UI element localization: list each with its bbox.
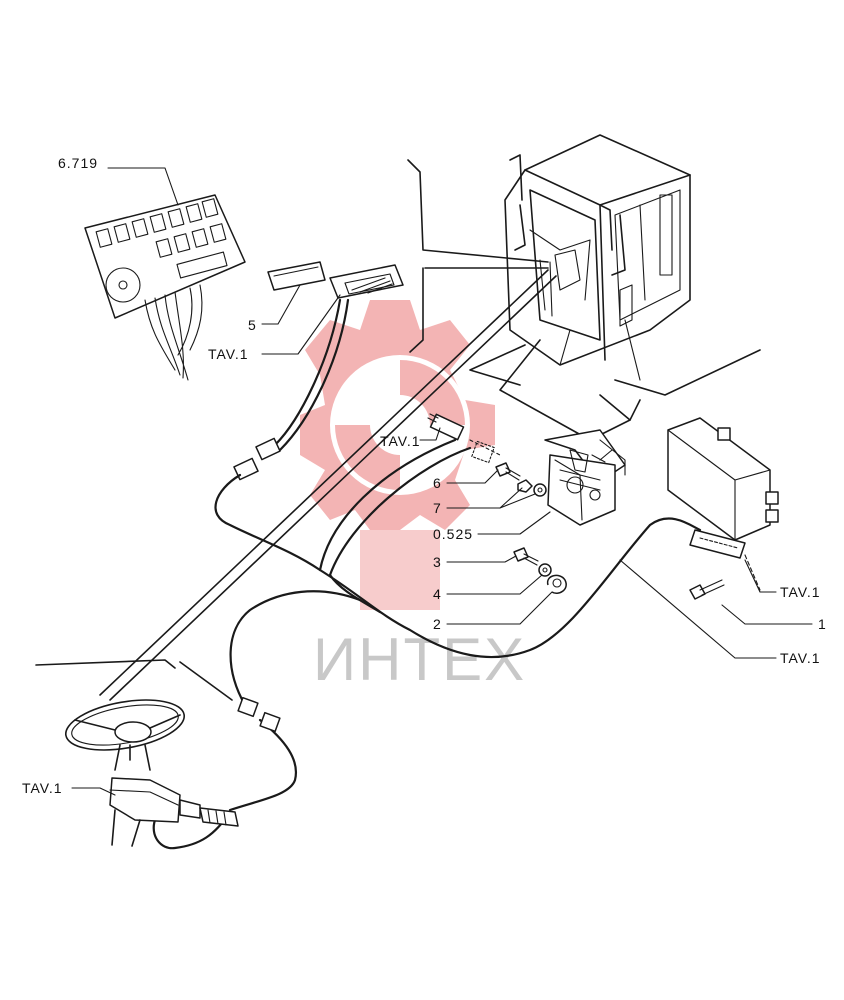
connector-steer-b	[259, 711, 281, 733]
bolt-1	[689, 579, 725, 600]
callout-3: 3	[433, 554, 442, 570]
leader-6719	[107, 167, 179, 206]
cab-leader-drop	[409, 267, 424, 353]
leader-tav-switch	[419, 427, 441, 441]
callout-1: 1	[818, 616, 827, 632]
indicator-cable	[273, 298, 342, 447]
leader-tav-module	[744, 559, 777, 593]
instrument-panel	[84, 194, 246, 381]
main-harness	[152, 438, 702, 850]
callout-tav-switch: TAV.1	[380, 433, 421, 449]
leader-tav-cluster	[261, 294, 341, 355]
bolt-3	[513, 547, 539, 566]
bracket-assembly	[544, 429, 626, 526]
connector-upper	[255, 437, 281, 461]
leader-tav-steering	[71, 787, 116, 796]
linkage-rod-outer	[99, 269, 549, 696]
linkage-rod-inner	[109, 275, 557, 701]
cab-leader-right	[614, 349, 761, 396]
callout-tav-steering: TAV.1	[22, 780, 63, 796]
clip-2	[546, 574, 567, 594]
washer-4	[538, 563, 552, 577]
leader-1	[721, 604, 813, 625]
leader-steer-frame	[35, 659, 233, 701]
indicator-housing	[329, 264, 404, 299]
cab-drawing	[504, 134, 691, 381]
cab-leader-left	[407, 159, 549, 263]
callout-tav-module: TAV.1	[780, 584, 821, 600]
callout-4: 4	[433, 586, 442, 602]
leader-0525	[477, 511, 551, 535]
bolt-6	[495, 462, 521, 481]
callout-5: 5	[248, 317, 257, 333]
callout-6: 6	[433, 475, 442, 491]
connector-steer-a	[237, 696, 259, 718]
leader-7	[446, 487, 536, 509]
watermark-text: ИНТЕХ	[313, 626, 526, 693]
cab-leader-bracket	[499, 339, 631, 441]
leader-4	[446, 574, 543, 595]
leader-2	[446, 591, 553, 625]
leader-5	[261, 284, 301, 325]
leader-3	[446, 555, 517, 563]
module-connector	[689, 529, 746, 559]
callout-2: 2	[433, 616, 442, 632]
leader-6	[446, 469, 499, 484]
cab-leader-tick	[629, 399, 641, 421]
callout-6719: 6.719	[58, 155, 98, 171]
callout-tav-cluster: TAV.1	[208, 346, 249, 362]
callout-0525: 0.525	[433, 526, 473, 542]
leader-tav-harness	[619, 559, 777, 659]
toggle-switch	[427, 413, 501, 464]
module-dash-leader	[744, 554, 761, 591]
cab-leader-lower	[469, 344, 526, 386]
steering-assembly	[64, 699, 239, 847]
callout-7: 7	[433, 500, 442, 516]
control-module	[667, 417, 779, 541]
callout-tav-harness: TAV.1	[780, 650, 821, 666]
